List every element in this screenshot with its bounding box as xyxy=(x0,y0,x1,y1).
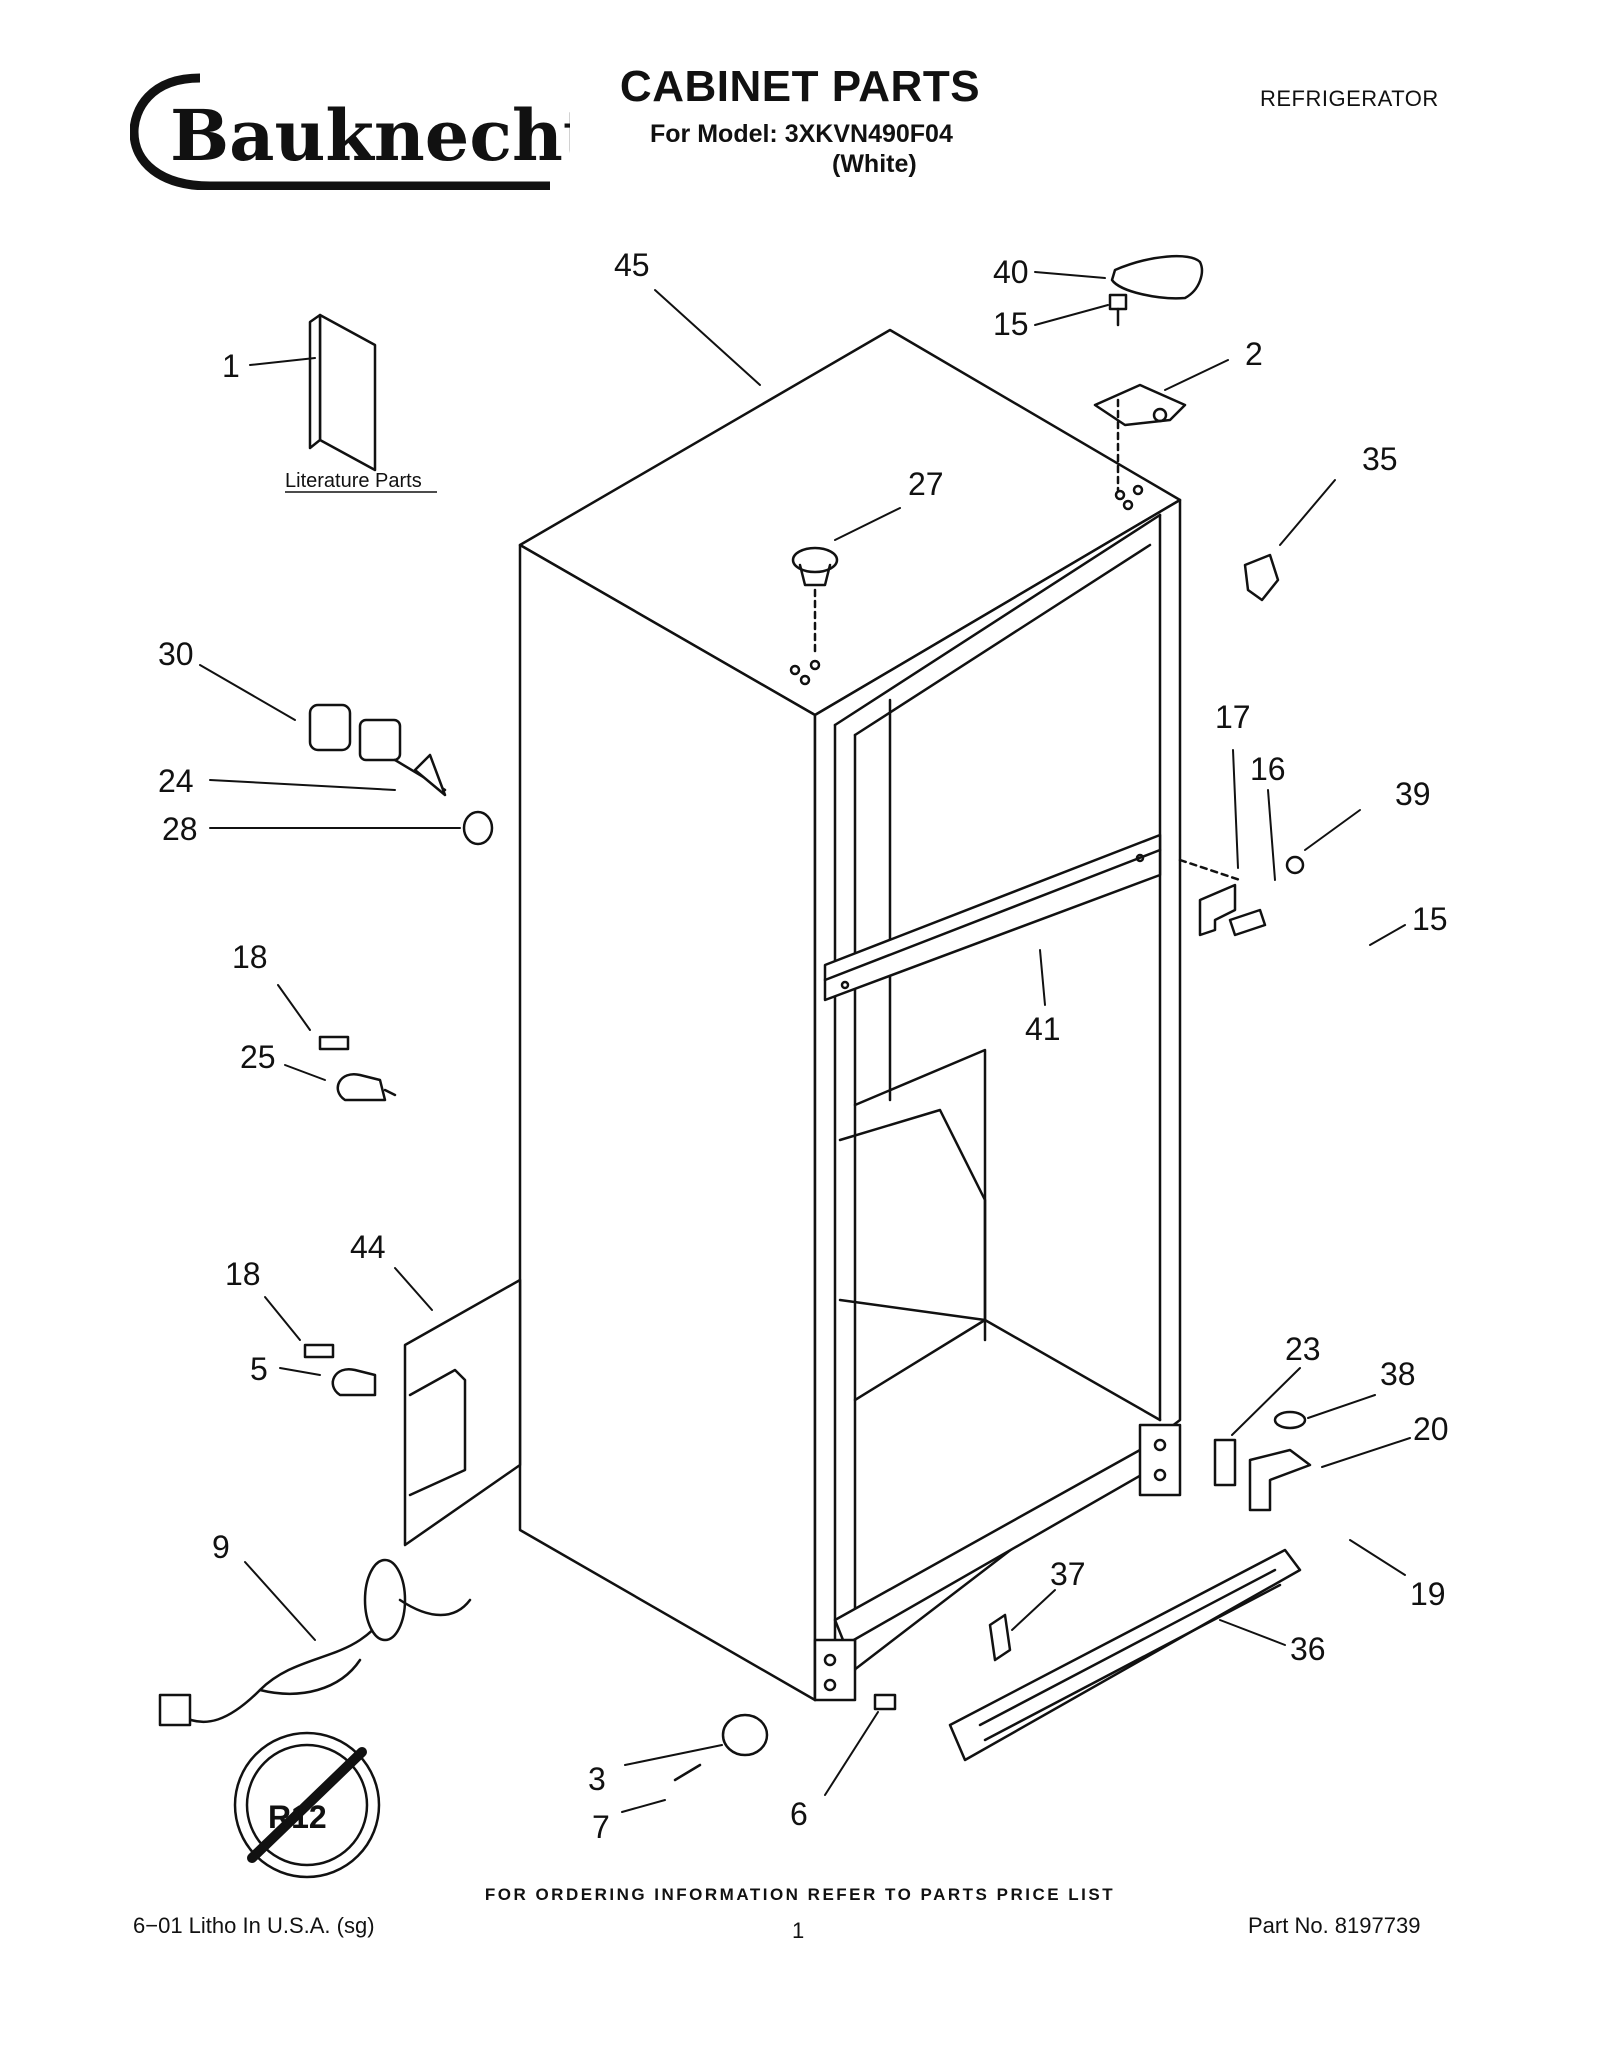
ordering-note: FOR ORDERING INFORMATION REFER TO PARTS … xyxy=(484,1885,1116,1904)
callout-1: 1 xyxy=(222,348,240,384)
callout-35: 35 xyxy=(1362,441,1398,477)
callout-17: 17 xyxy=(1215,699,1251,735)
rear-access-cover xyxy=(403,1278,522,1547)
callout-28: 28 xyxy=(162,811,198,847)
callout-40: 40 xyxy=(993,254,1029,290)
refrigerator-cabinet xyxy=(518,328,1182,1702)
callout-19: 19 xyxy=(1410,1576,1446,1612)
callout-38: 38 xyxy=(1380,1356,1416,1392)
bottom-rail xyxy=(813,1423,1182,1702)
clamp-lower xyxy=(303,1343,377,1397)
callout-7: 7 xyxy=(592,1809,610,1845)
leveling-leg xyxy=(673,1713,769,1782)
screw-top xyxy=(1108,293,1128,327)
hinge-cover xyxy=(1110,254,1204,300)
callout-16: 16 xyxy=(1250,751,1286,787)
bottom-hinge xyxy=(1248,1448,1312,1512)
hinge-plug xyxy=(1243,553,1280,602)
power-cord xyxy=(158,1558,472,1727)
part-number: Part No. 8197739 xyxy=(1248,1913,1421,1938)
brand-wordmark: Bauknecht xyxy=(170,94,570,177)
literature-label: Literature Parts xyxy=(285,470,422,492)
callout-6: 6 xyxy=(790,1796,808,1832)
clamp-upper xyxy=(318,1035,397,1102)
callout-37: 37 xyxy=(1050,1556,1086,1592)
no-r12-icon xyxy=(233,1731,381,1879)
callout-15-top: 15 xyxy=(993,306,1029,342)
door-stop-pin xyxy=(358,718,447,797)
callout-44: 44 xyxy=(350,1229,386,1265)
bauknecht-logo: Bauknecht xyxy=(130,73,570,190)
hinge-washer xyxy=(1273,1410,1307,1430)
callout-15-mid: 15 xyxy=(1412,901,1448,937)
callout-30: 30 xyxy=(158,636,194,672)
leader-lines xyxy=(199,271,1411,1813)
color-line: (White) xyxy=(832,150,917,178)
callout-45: 45 xyxy=(614,247,650,283)
callout-41: 41 xyxy=(1025,1011,1061,1047)
callout-18-lower: 18 xyxy=(225,1256,261,1292)
callout-2: 2 xyxy=(1245,336,1263,372)
literature-booklet xyxy=(308,313,377,472)
callout-39: 39 xyxy=(1395,776,1431,812)
callout-27: 27 xyxy=(908,466,944,502)
top-hinge xyxy=(1093,383,1187,492)
appliance-type: REFRIGERATOR xyxy=(1260,86,1439,111)
callout-18-upper: 18 xyxy=(232,939,268,975)
page-title: CABINET PARTS xyxy=(619,62,981,111)
callout-36: 36 xyxy=(1290,1631,1326,1667)
callout-20: 20 xyxy=(1413,1411,1449,1447)
page-number: 1 xyxy=(792,1918,805,1943)
no-r12-text: R12 xyxy=(268,1799,327,1835)
bushing xyxy=(308,703,352,752)
hinge-shim xyxy=(1213,1438,1237,1487)
callout-9: 9 xyxy=(212,1529,230,1565)
callout-5: 5 xyxy=(250,1351,268,1387)
washer xyxy=(462,810,494,846)
front-screw xyxy=(873,1693,897,1711)
callout-25: 25 xyxy=(240,1039,276,1075)
grille-clip xyxy=(988,1613,1012,1662)
toe-grille xyxy=(948,1548,1302,1762)
callout-24: 24 xyxy=(158,763,194,799)
middle-hinge xyxy=(1178,855,1305,937)
callout-3: 3 xyxy=(588,1761,606,1797)
model-line: For Model: 3XKVN490F04 xyxy=(650,120,953,148)
top-plug xyxy=(791,546,839,657)
callout-23: 23 xyxy=(1285,1331,1321,1367)
divider-rail xyxy=(823,833,1162,1002)
litho-line: 6−01 Litho In U.S.A. (sg) xyxy=(133,1913,375,1938)
